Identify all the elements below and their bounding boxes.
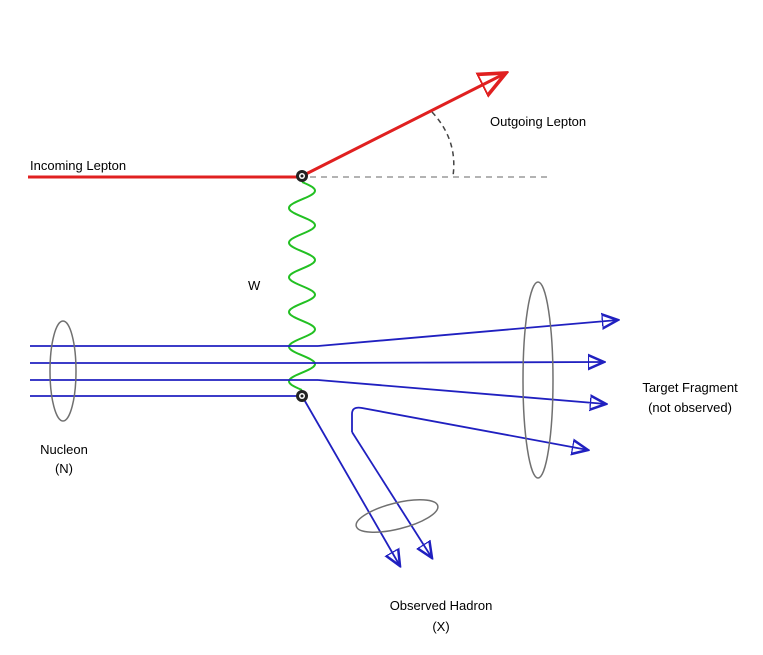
observed-hadron-arrow-2 <box>351 431 432 558</box>
outgoing-lepton-arrow <box>301 73 506 178</box>
target-fragment-label: Target Fragment <box>642 380 738 395</box>
nucleon-ellipse <box>49 320 77 422</box>
upper-vertex <box>296 170 308 182</box>
incoming-lepton-label: Incoming Lepton <box>30 158 126 173</box>
target-fragment-ellipse <box>522 281 554 479</box>
w-boson-wavy-line <box>287 181 317 391</box>
target-fragment-arrow-2 <box>317 362 604 363</box>
scattering-angle-arc <box>431 111 455 177</box>
target-fragment-note-label: (not observed) <box>648 400 732 415</box>
w-boson-label: W <box>248 278 261 293</box>
observed-hadron-symbol-label: (X) <box>432 619 449 634</box>
target-fragment-arrow-1 <box>317 320 618 347</box>
observed-hadron-label: Observed Hadron <box>390 598 493 613</box>
nucleon-symbol-label: (N) <box>55 461 73 476</box>
lower-vertex <box>296 390 308 402</box>
target-fragment-arrow-4 <box>351 406 588 450</box>
outgoing-lepton-label: Outgoing Lepton <box>490 114 586 129</box>
observed-hadron-ellipse <box>355 499 439 533</box>
target-fragment-arrow-3 <box>317 379 606 404</box>
observed-hadron-arrow-1 <box>301 395 400 566</box>
nucleon-label: Nucleon <box>40 442 88 457</box>
